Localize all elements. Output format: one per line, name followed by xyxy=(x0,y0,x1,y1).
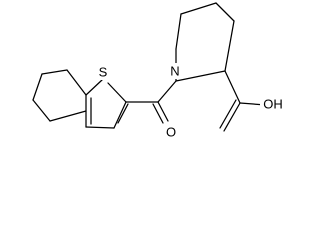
sulfur-label-bg xyxy=(96,64,110,80)
thiophene-ring xyxy=(85,79,129,129)
carbonyl-linker xyxy=(125,80,177,124)
nitrogen-atom-label: N xyxy=(170,64,179,79)
carboxylic-acid xyxy=(219,70,267,132)
chemical-structure: S N O OH xyxy=(32,2,284,140)
nitrogen-label-bg xyxy=(168,63,182,79)
piperidine-ring xyxy=(175,2,235,82)
acid-group-atom-label: OH xyxy=(263,97,283,112)
acid-group-label-bg xyxy=(260,96,284,112)
sulfur-atom-label: S xyxy=(99,65,108,80)
carbonyl-oxygen-atom-label: O xyxy=(166,125,176,140)
carbonyl-oxygen-label-bg xyxy=(164,124,178,140)
cyclopentane-ring xyxy=(32,69,87,122)
